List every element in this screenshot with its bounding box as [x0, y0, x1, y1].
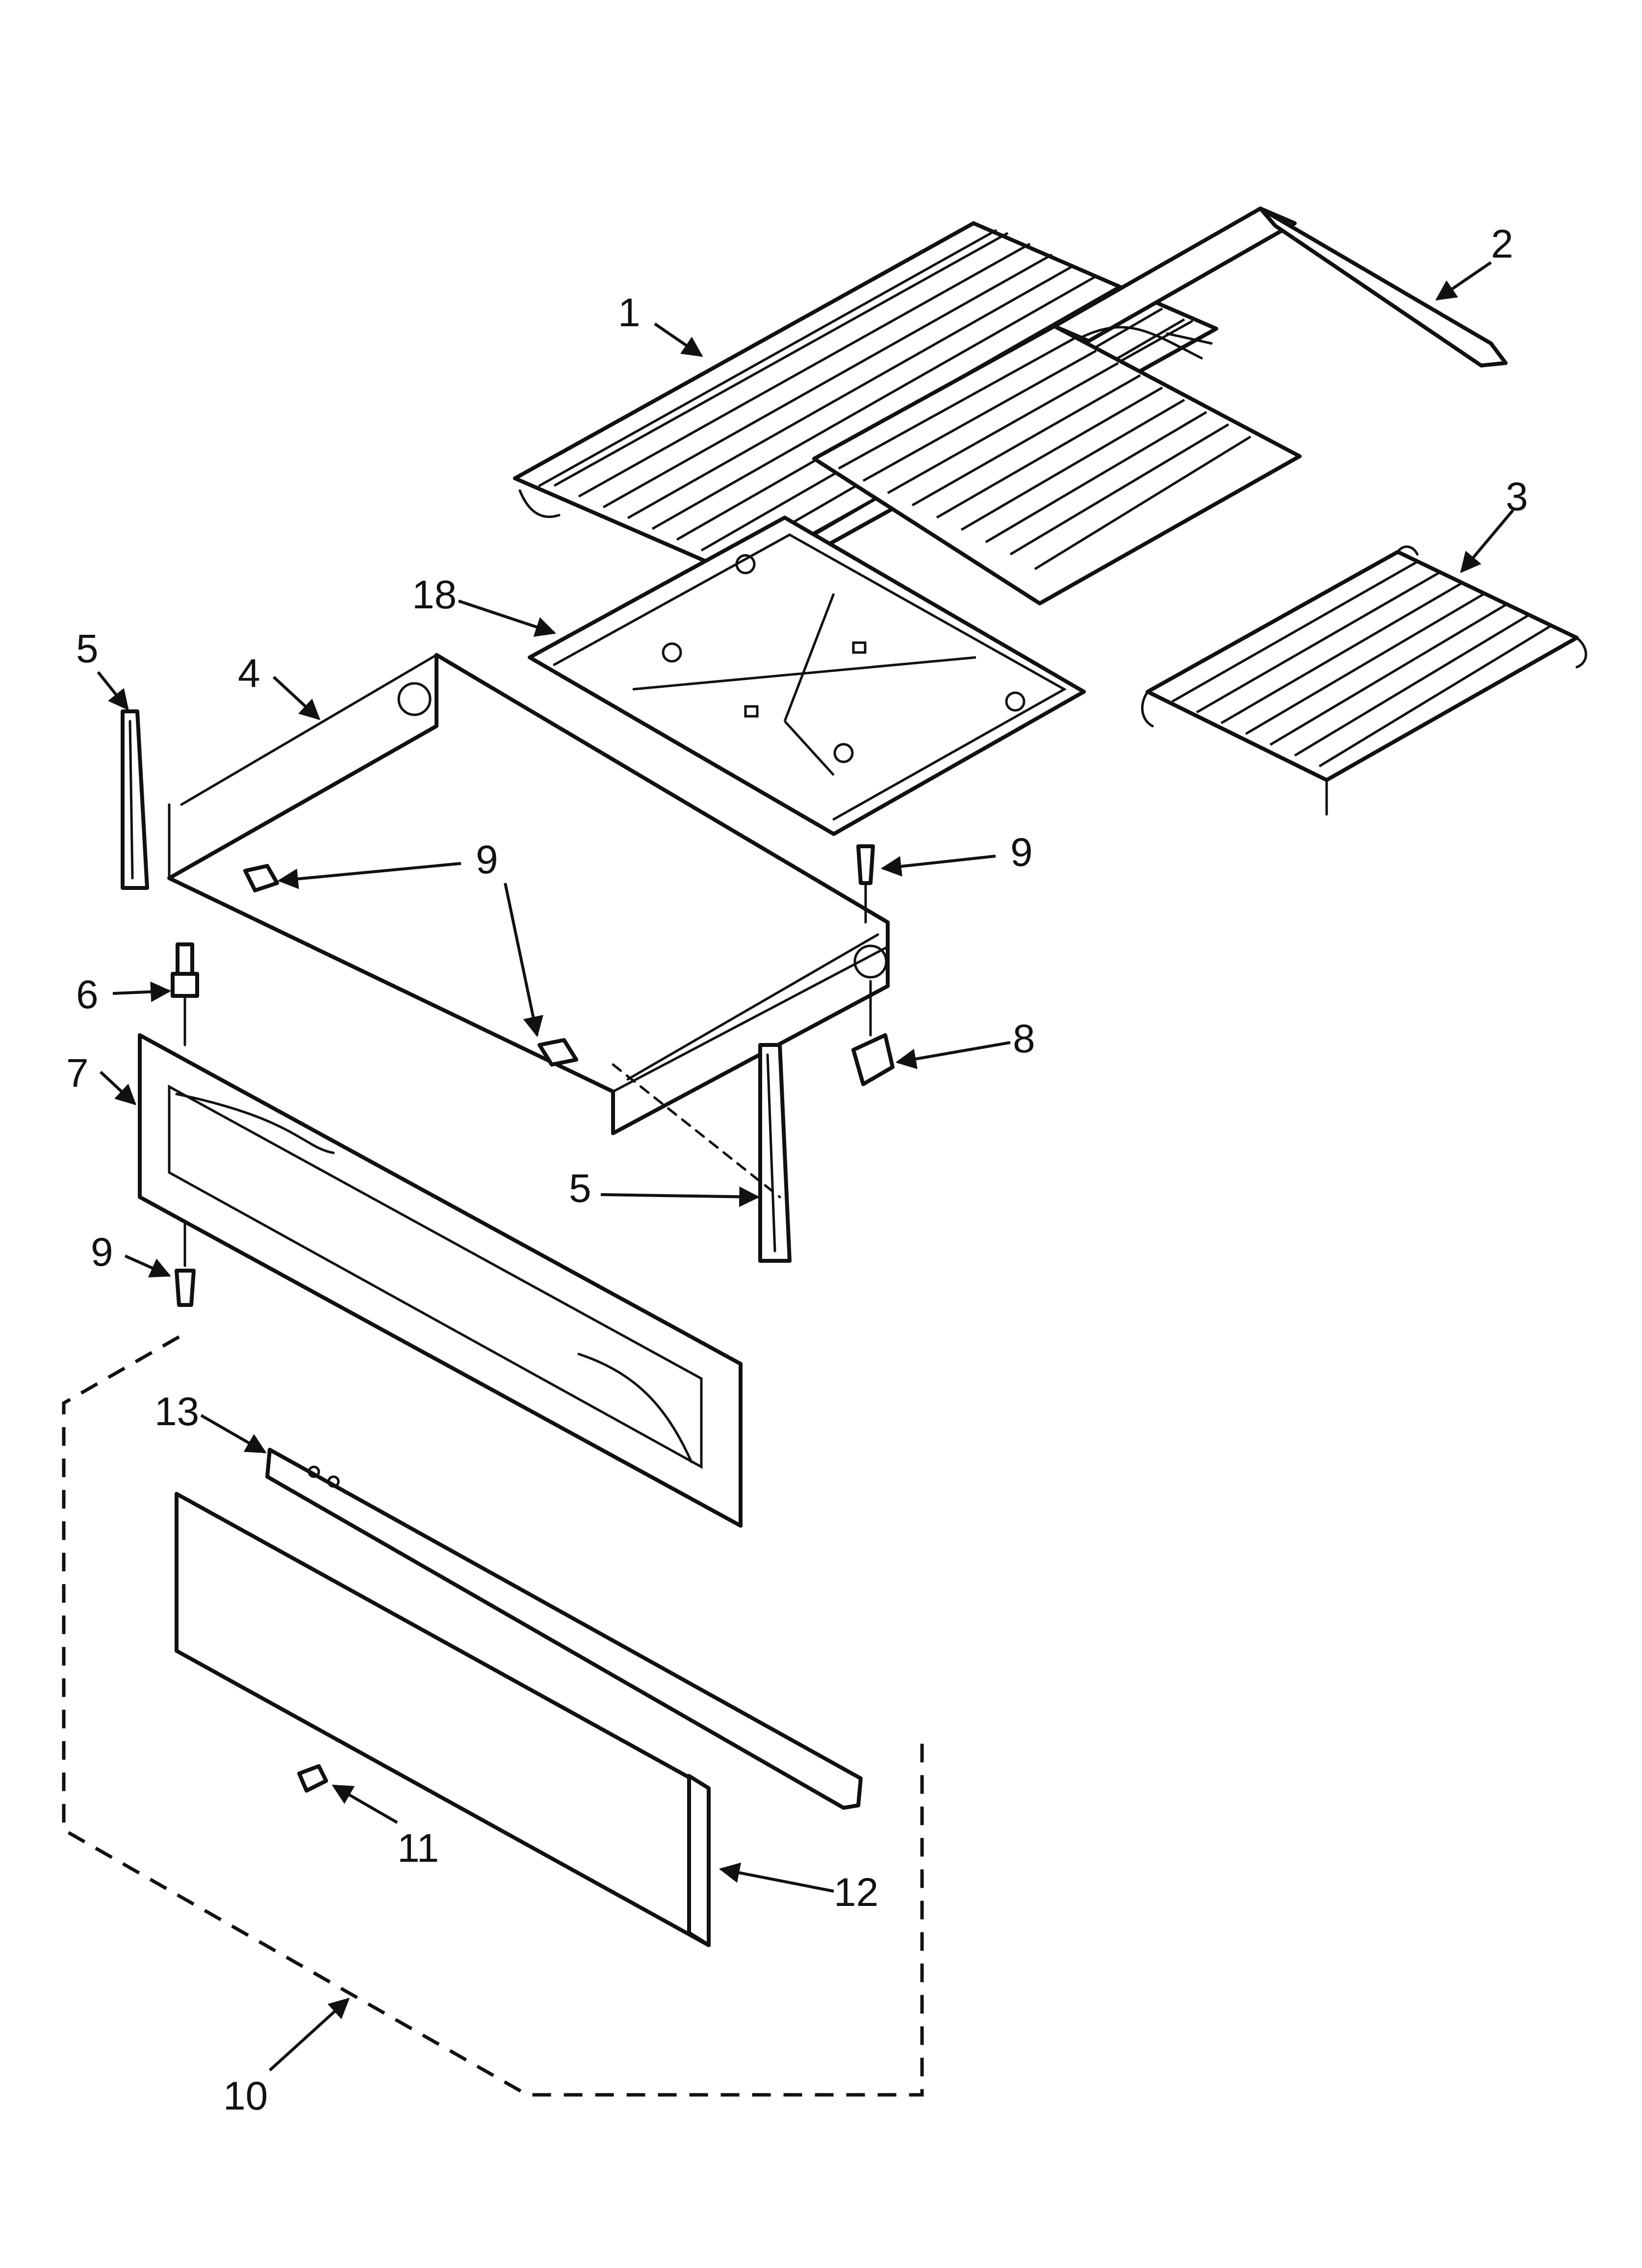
screw-part-9-d — [175, 1215, 196, 1307]
callout-4: 4 — [238, 651, 260, 696]
callout-6: 6 — [76, 972, 99, 1017]
callout-8: 8 — [1013, 1017, 1035, 1061]
drawer-body-part-4 — [167, 653, 890, 1135]
callout-5-left: 5 — [76, 626, 99, 671]
rack-2-wires — [838, 337, 1252, 571]
screw-part-9-a — [243, 864, 279, 892]
callout-9-right: 9 — [1010, 830, 1033, 875]
callout-11: 11 — [397, 1826, 439, 1871]
stud-part-6 — [171, 942, 199, 1046]
callout-7: 7 — [66, 1051, 89, 1095]
clip-part-8 — [851, 980, 895, 1086]
drawer-slide-part-5-right — [758, 1043, 792, 1263]
badge-part-11 — [297, 1764, 328, 1793]
drawer-liner-part-18 — [528, 516, 1086, 836]
front-panel-assembly-outline-part-10 — [62, 1335, 924, 2097]
callout-18: 18 — [412, 573, 457, 617]
callout-12: 12 — [834, 1870, 878, 1915]
roasting-rack-part-3 — [1141, 545, 1588, 816]
rack-3-wires — [1171, 560, 1551, 768]
front-panel-part-12 — [175, 1492, 711, 1947]
callout-9-center: 9 — [476, 837, 498, 882]
oven-rack-part-2 — [812, 207, 1508, 605]
leader-lines — [97, 261, 1514, 2072]
callout-2: 2 — [1491, 222, 1514, 266]
screw-part-9-b — [856, 844, 875, 924]
callout-3: 3 — [1506, 474, 1528, 519]
callout-13: 13 — [154, 1389, 199, 1434]
drawer-slide-part-5-left — [121, 709, 149, 890]
callout-labels: 1 2 3 4 5 5 6 7 8 9 9 9 10 11 12 13 18 — [66, 222, 1528, 2118]
drawer-front-frame-part-7 — [138, 1033, 743, 1528]
callout-5-right: 5 — [569, 1166, 591, 1211]
callout-10: 10 — [223, 2074, 268, 2118]
callout-1: 1 — [618, 290, 641, 335]
screw-part-9-c — [538, 1038, 578, 1067]
callout-9-lower: 9 — [91, 1230, 113, 1275]
slide-alignment-dashline — [612, 1063, 781, 1199]
trim-strip-part-13 — [265, 1448, 863, 1810]
